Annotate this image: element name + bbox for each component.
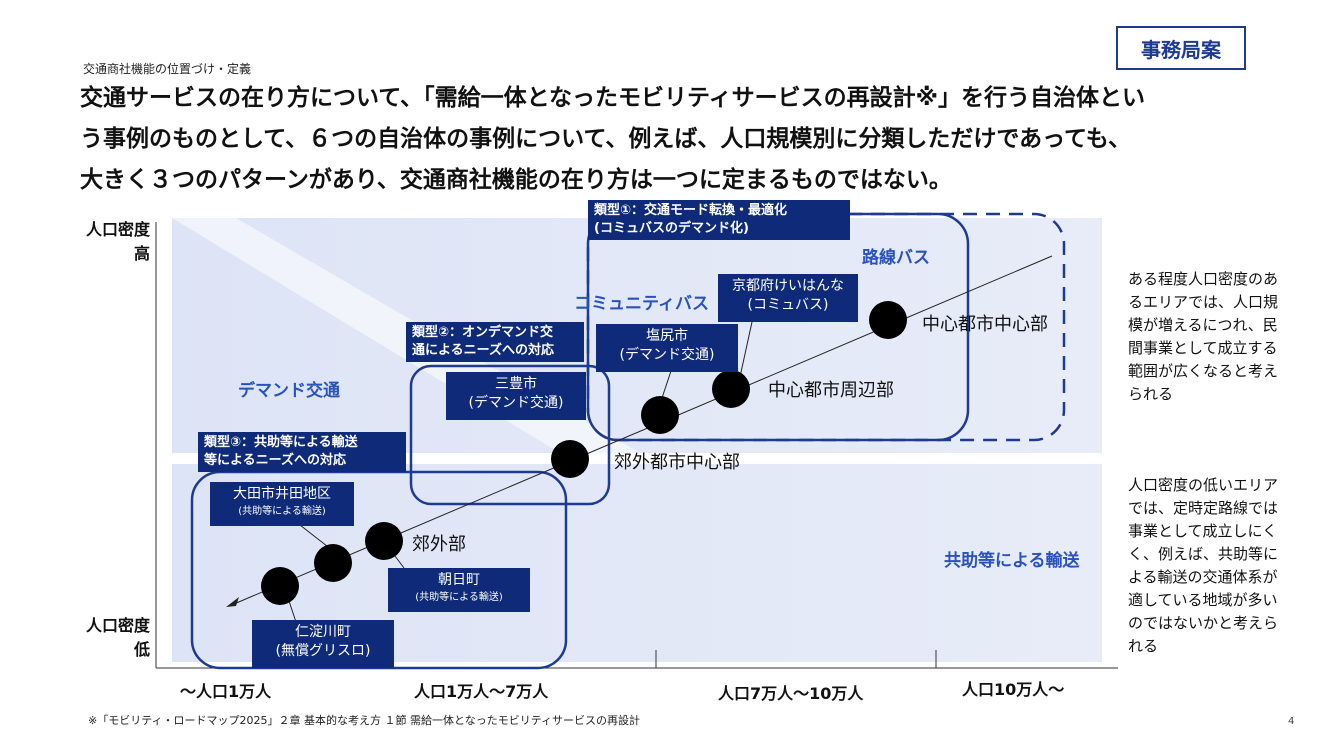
x-label-4: 人口10万人～ bbox=[962, 680, 1065, 699]
callout-shiojiri-name: 塩尻市 bbox=[646, 328, 688, 344]
label-city-periphery: 中心都市周辺部 bbox=[768, 380, 894, 401]
headline-line-3: 大きく３つのパターンがあり、交通商社機能の在り方は一つに定まるものではない。 bbox=[80, 167, 952, 193]
headline-line-1: 交通サービスの在り方について、「需給一体となったモビリティサービスの再設計※」を… bbox=[80, 85, 1145, 111]
point-center bbox=[869, 301, 907, 339]
label-suburban-city-center: 郊外都市中心部 bbox=[614, 452, 740, 473]
callout-mitoyo-type: (デマンド交通) bbox=[468, 395, 564, 411]
type2-line-2: 通によるニーズへの対応 bbox=[412, 343, 554, 358]
type2-tag: 類型②：オンデマンド交 通によるニーズへの対応 bbox=[406, 322, 584, 362]
type3-frame bbox=[190, 470, 568, 670]
callout-niyodogawa: 仁淀川町 (無償グリスロ) bbox=[252, 620, 394, 668]
point-shiojiri bbox=[641, 396, 679, 434]
x-label-2: 人口1万人～7万人 bbox=[414, 682, 549, 701]
type3-tag: 類型③：共助等による輸送 等によるニーズへの対応 bbox=[198, 432, 406, 472]
page-title: 交通サービスの在り方について、「需給一体となったモビリティサービスの再設計※」を… bbox=[80, 78, 1280, 201]
type3-line-2: 等によるニーズへの対応 bbox=[204, 453, 346, 468]
callout-kyoto-type: (コミュバス) bbox=[747, 297, 829, 313]
note-lower: 人口密度の低いエリアでは、定時定路線では事業として成立しにくく、例えば、共助等に… bbox=[1128, 476, 1279, 655]
type2-frame bbox=[409, 364, 611, 506]
callout-asahi-name: 朝日町 bbox=[438, 572, 480, 588]
y-axis-high-label: 人口密度 高 bbox=[64, 218, 150, 266]
region-route-bus: 路線バス bbox=[862, 248, 930, 268]
footnote: ※「モビリティ・ロードマップ2025」２章 基本的な考え方 １節 需給一体となっ… bbox=[88, 714, 641, 727]
x-label-3: 人口7万人～10万人 bbox=[718, 684, 864, 703]
callout-mitoyo-name: 三豊市 bbox=[495, 376, 537, 392]
callout-kyoto-name: 京都府けいはんな bbox=[732, 278, 844, 294]
callout-niyodo-type: (無償グリスロ) bbox=[275, 643, 371, 659]
callout-ota-name: 大田市井田地区 bbox=[233, 486, 331, 502]
callout-niyodo-name: 仁淀川町 bbox=[295, 624, 351, 640]
callout-shiojiri: 塩尻市 (デマンド交通) bbox=[596, 324, 738, 372]
y-high-line-2: 高 bbox=[133, 244, 150, 263]
label-suburb: 郊外部 bbox=[412, 534, 466, 555]
headline-line-2: う事例のものとして、６つの自治体の事例について、例えば、人口規模別に分類しただけ… bbox=[80, 126, 1132, 152]
breadcrumb: 交通商社機能の位置づけ・定義 bbox=[83, 62, 252, 76]
page-number: 4 bbox=[1288, 716, 1295, 727]
point-suburb bbox=[365, 522, 403, 560]
x-label-1: ～人口1万人 bbox=[180, 682, 272, 701]
type1-tag: 類型①：交通モード転換・最適化 (コミュバスのデマンド化) bbox=[588, 200, 850, 240]
point-ota bbox=[314, 544, 352, 582]
type1-line-2: (コミュバスのデマンド化) bbox=[594, 221, 749, 236]
label-city-center: 中心都市中心部 bbox=[922, 314, 1048, 335]
callout-mitoyo: 三豊市 (デマンド交通) bbox=[446, 372, 586, 420]
type1-line-1: 類型①：交通モード転換・最適化 bbox=[594, 203, 788, 218]
point-kyoto bbox=[712, 370, 750, 408]
point-niyodo bbox=[261, 567, 299, 605]
note-upper: ある程度人口密度のあるエリアでは、人口規模が増えるにつれ、民間事業として成立する… bbox=[1128, 270, 1279, 403]
type3-line-1: 類型③：共助等による輸送 bbox=[204, 435, 358, 450]
region-community-bus: コミュニティバス bbox=[574, 294, 709, 314]
callout-asahi-type: (共助等による輸送) bbox=[415, 592, 503, 603]
region-mutual-transport: 共助等による輸送 bbox=[944, 551, 1080, 571]
y-low-line-2: 低 bbox=[133, 640, 150, 659]
y-high-line-1: 人口密度 bbox=[85, 220, 150, 239]
point-mitoyo bbox=[551, 440, 589, 478]
y-low-line-1: 人口密度 bbox=[85, 616, 150, 635]
callout-asahi: 朝日町 (共助等による輸送) bbox=[388, 568, 530, 612]
trend-arrow-head bbox=[226, 597, 239, 607]
callout-shiojiri-type: (デマンド交通) bbox=[619, 347, 715, 363]
draft-badge: 事務局案 bbox=[1116, 26, 1246, 70]
y-axis-low-label: 人口密度 低 bbox=[64, 614, 150, 662]
callout-kyoto-keihanna: 京都府けいはんな (コミュバス) bbox=[718, 274, 858, 322]
region-demand: デマンド交通 bbox=[238, 381, 340, 401]
callout-ota-type: (共助等による輸送) bbox=[238, 506, 326, 517]
callout-ota-ida: 大田市井田地区 (共助等による輸送) bbox=[210, 482, 354, 526]
type2-line-1: 類型②：オンデマンド交 bbox=[412, 325, 554, 340]
